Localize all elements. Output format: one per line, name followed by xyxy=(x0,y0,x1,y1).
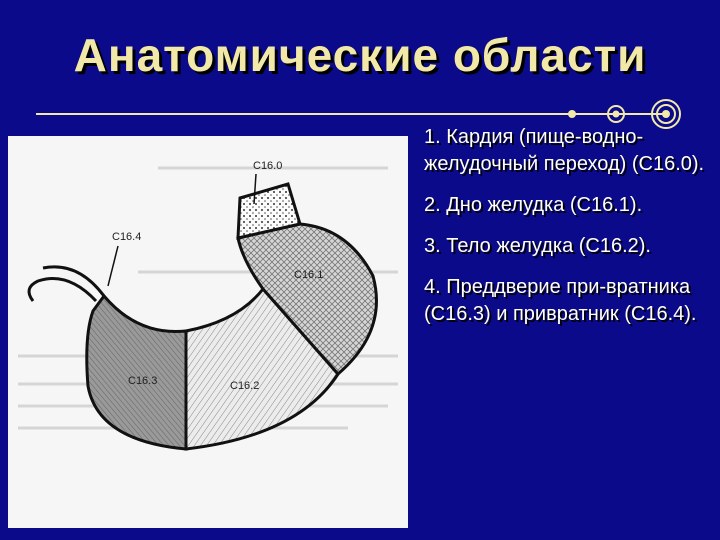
list-item: 1. Кардия (пище-водно-желудочный переход… xyxy=(424,126,705,175)
list-item: 2. Дно желудка (С16.1). xyxy=(424,194,643,216)
label-c164: C16.4 xyxy=(112,231,141,243)
title-rule xyxy=(36,99,681,129)
list-item: 4. Преддверие при-вратника (С16.3) и при… xyxy=(424,276,697,325)
region-body xyxy=(184,286,340,451)
list-item: 3. Тело желудка (С16.2). xyxy=(424,235,651,257)
stomach-diagram: C16.0 C16.1 C16.2 C16.3 C16.4 xyxy=(8,136,408,528)
label-c162: C16.2 xyxy=(230,380,259,392)
region-cardia xyxy=(236,182,302,240)
region-fundus xyxy=(236,222,378,377)
slide-title: Анатомические области xyxy=(73,29,647,81)
region-list: 1. Кардия (пище-водно-желудочный переход… xyxy=(424,124,714,342)
label-c163: C16.3 xyxy=(128,375,157,387)
label-c160: C16.0 xyxy=(253,160,282,172)
ring-ornament-icon xyxy=(607,105,625,123)
region-antrum xyxy=(85,293,188,451)
dot-ornament-icon xyxy=(568,110,576,118)
target-ornament-icon xyxy=(651,99,681,129)
label-c161: C16.1 xyxy=(294,269,323,281)
duodenum xyxy=(27,265,106,303)
